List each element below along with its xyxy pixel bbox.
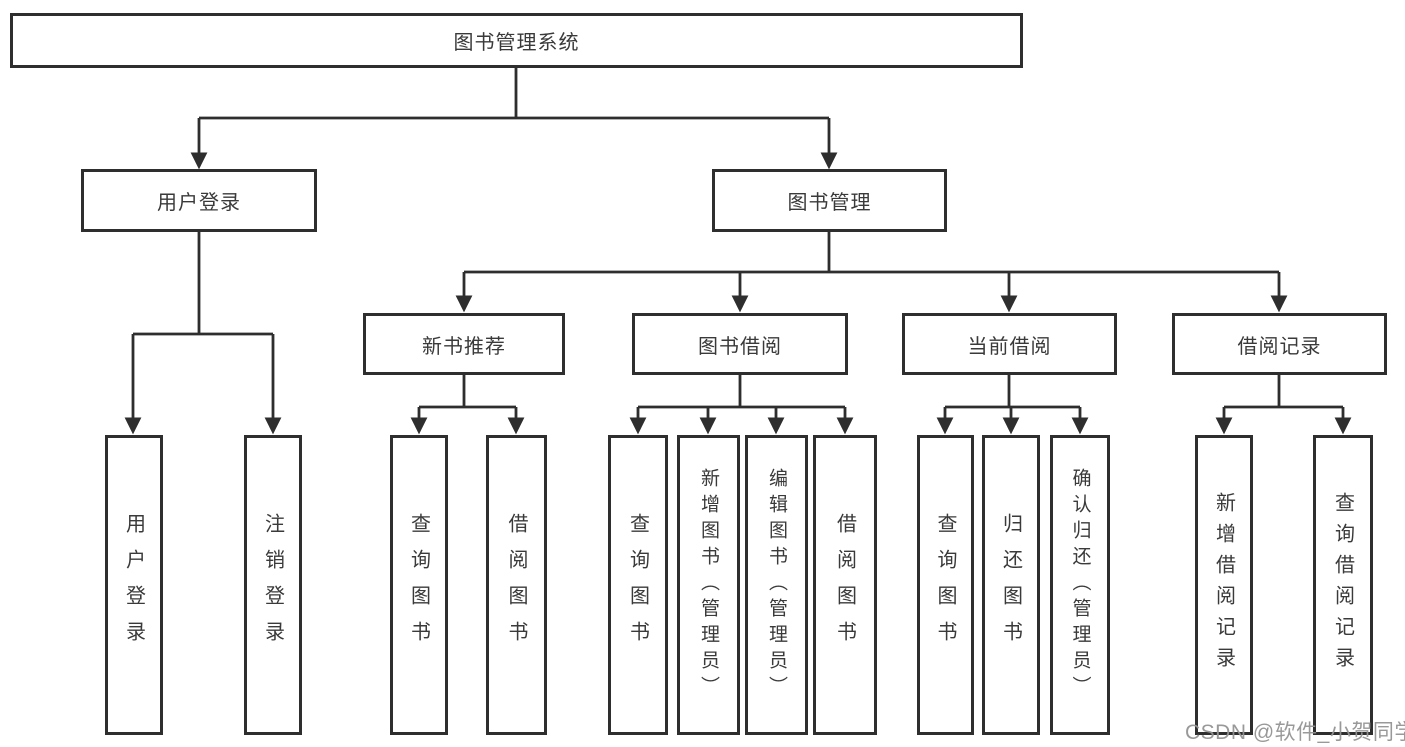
node-book-management: 图书管理 xyxy=(712,169,947,232)
leaf-bb-query-books: 查询图书 xyxy=(608,435,668,735)
csdn-watermark: CSDN @软件_小贺同学 xyxy=(1185,721,1405,744)
leaf-rec-query-books: 查询图书 xyxy=(390,435,448,735)
leaf-cb-query-books: 查询图书 xyxy=(917,435,974,735)
leaf-bb-edit-books-admin: 编辑图书（管理员） xyxy=(745,435,808,735)
leaf-bb-add-books-admin: 新增图书（管理员） xyxy=(677,435,740,735)
node-user-login: 用户登录 xyxy=(81,169,317,232)
leaf-user-login: 用户登录 xyxy=(105,435,163,735)
connector-book-borrow-bus xyxy=(638,375,845,409)
leaf-cb-return-books: 归还图书 xyxy=(982,435,1040,735)
leaf-rec-borrow-books: 借阅图书 xyxy=(486,435,547,735)
node-new-book-recommendation: 新书推荐 xyxy=(363,313,565,375)
node-current-borrowing: 当前借阅 xyxy=(902,313,1117,375)
connector-new-book-rec-bus xyxy=(419,375,516,409)
node-root-system: 图书管理系统 xyxy=(10,13,1023,68)
leaf-bb-borrow-books: 借阅图书 xyxy=(813,435,877,735)
leaf-br-query-record: 查询借阅记录 xyxy=(1313,435,1373,735)
connector-current-borrow-bus xyxy=(945,375,1080,409)
leaf-cb-confirm-return-admin: 确认归还（管理员） xyxy=(1050,435,1110,735)
connector-book-management-bus xyxy=(464,232,1279,274)
leaf-logout: 注销登录 xyxy=(244,435,302,735)
connector-root-bus xyxy=(199,68,829,120)
node-borrowing-records: 借阅记录 xyxy=(1172,313,1387,375)
connector-user-login-bus xyxy=(133,232,273,336)
connector-borrow-records-bus xyxy=(1224,375,1343,409)
leaf-br-add-record: 新增借阅记录 xyxy=(1195,435,1253,735)
node-book-borrowing: 图书借阅 xyxy=(632,313,848,375)
